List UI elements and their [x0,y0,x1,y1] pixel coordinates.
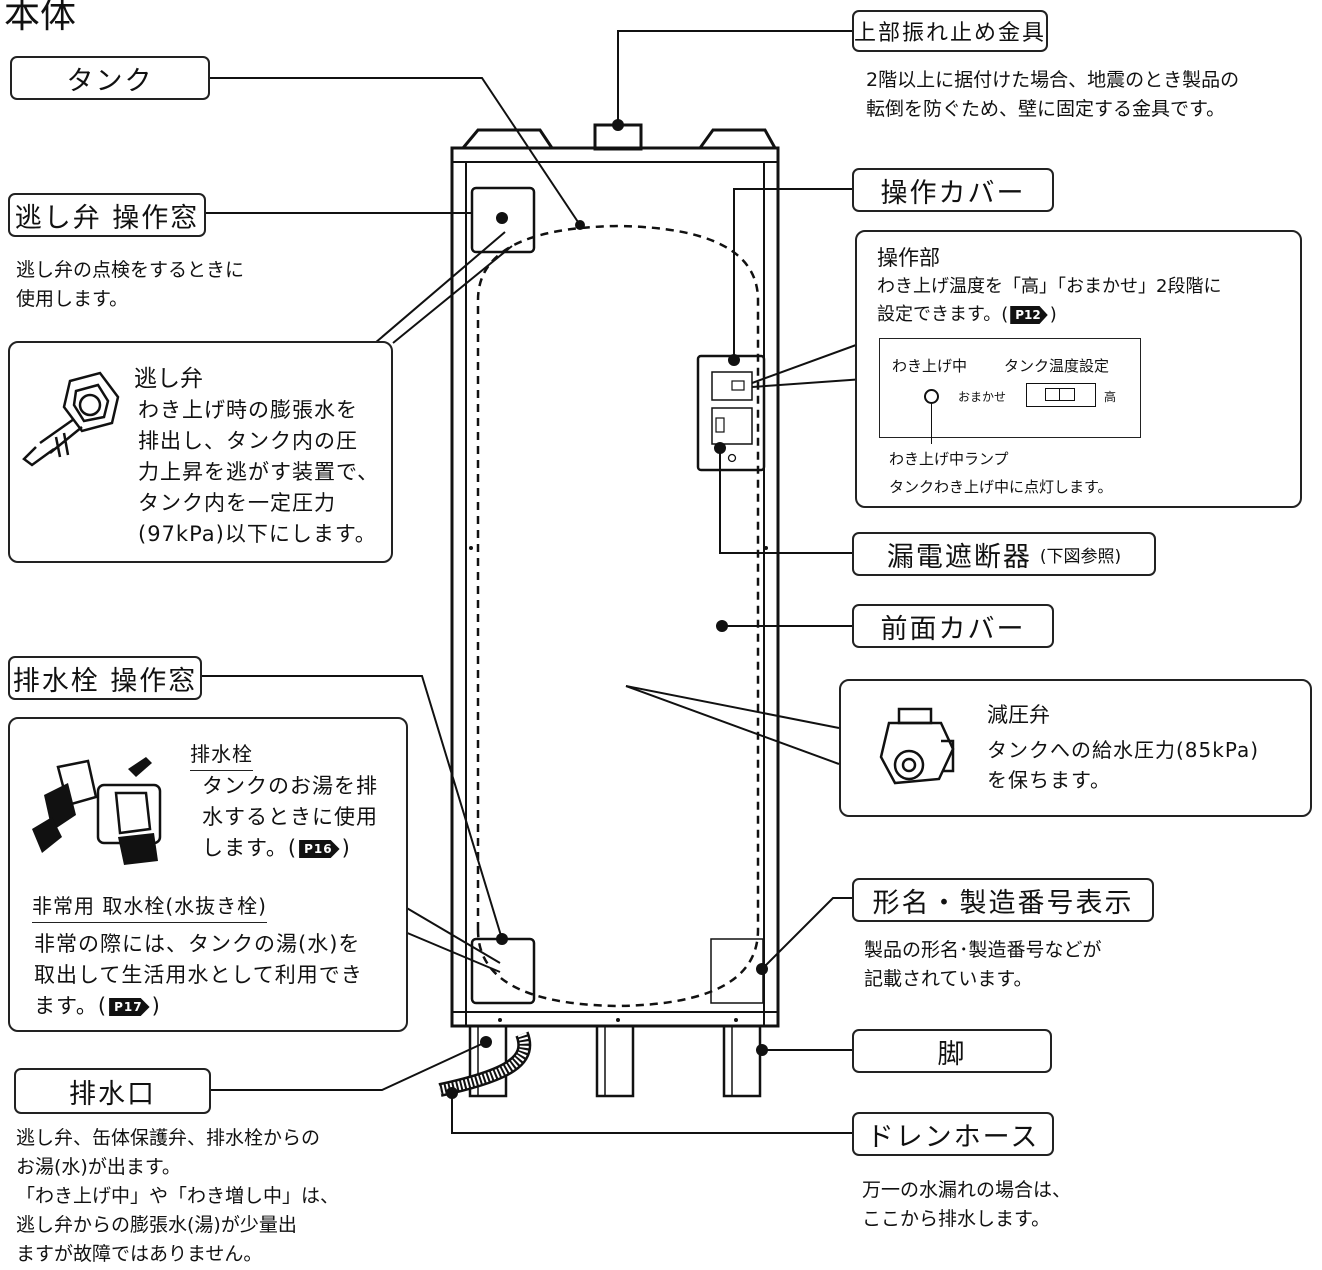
high-label: 高 [1104,390,1117,404]
pressure-valve-icon [879,707,955,785]
label-drain-window: 排水栓 操作窓 [8,656,202,700]
desc-hose-2: ここから排水します。 [862,1208,1051,1230]
right-handle [698,128,777,149]
desc-outlet-1: 逃し弁、缶体保護弁、排水栓からの [16,1127,321,1149]
emergency-line-3: ます。(P17) [34,994,161,1018]
left-handle [461,128,554,149]
pressure-valve-line-1: タンクへの給水圧力(85kPa) [987,738,1260,762]
tank-outline [476,224,760,1008]
pressure-valve-callout: 減圧弁 タンクへの給水圧力(85kPa) を保ちます。 [839,679,1312,817]
op-panel-line-2: 設定できます。(P12) [877,304,1057,325]
drain-callout: 排水栓 タンクのお湯を排 水するときに使用 します。(P16) 非常用 取水栓(… [8,717,408,1032]
desc-model-plate-2: 記載されています。 [864,968,1033,990]
desc-outlet-4: 逃し弁からの膨張水(湯)が少量出 [16,1214,297,1236]
desc-top-bracket-1: 2階以上に据付けた場合、地震のとき製品の [866,69,1240,91]
lamp-desc: タンクわき上げ中に点灯します。 [889,478,1113,496]
desc-relief-window-1: 逃し弁の点検をするときに [16,259,245,281]
drain-plug-line-1: タンクのお湯を排 [202,774,378,798]
relief-valve-line-3: 力上昇を逃がす装置で、 [138,460,380,484]
label-front-cover: 前面カバー [852,604,1054,648]
emergency-tap-title: 非常用 取水栓(水抜き栓) [32,891,267,923]
op-panel-callout: 操作部 わき上げ温度を「高」「おまかせ」2段階に 設定できます。(P12) わき… [855,230,1302,508]
label-relief-valve-window: 逃し弁 操作窓 [8,193,206,237]
relief-valve-callout: 逃し弁 わき上げ時の膨張水を 排出し、タンク内の圧 力上昇を逃がす装置で、 タン… [8,341,393,563]
temp-switch[interactable] [1026,383,1096,407]
drain-plug-title: 排水栓 [190,739,253,771]
page-heading: 本体 [4,0,77,36]
drain-plug-line-3: します。(P16) [202,836,351,860]
auto-label: おまかせ [958,390,1007,404]
label-leg: 脚 [852,1029,1052,1073]
drain-plug-icon [32,757,162,865]
drain-plug-line-2: 水するときに使用 [202,805,378,829]
relief-valve-icon [22,371,120,467]
desc-model-plate-1: 製品の形名･製造番号などが [864,939,1102,961]
temp-setting-label: タンク温度設定 [1004,357,1110,375]
page-ref-p16: P16 [299,840,340,858]
heating-label: わき上げ中 [892,357,968,375]
relief-valve-line-2: 排出し、タンク内の圧 [138,429,358,453]
emergency-line-1: 非常の際には、タンクの湯(水)を [34,932,361,956]
desc-relief-window-2: 使用します。 [16,288,129,310]
pressure-valve-line-2: を保ちます。 [987,768,1111,792]
desc-hose-1: 万一の水漏れの場合は、 [862,1179,1072,1201]
pressure-valve-title: 減圧弁 [987,703,1050,727]
desc-outlet-2: お湯(水)が出ます。 [16,1156,181,1178]
emergency-line-2: 取出して生活用水として利用でき [34,963,363,987]
relief-valve-line-5: (97kPa)以下にします。 [138,522,377,546]
leg-right [722,1024,762,1098]
control-cover-shape [696,354,766,472]
relief-valve-line-4: タンク内を一定圧力 [138,491,336,515]
desc-top-bracket-2: 転倒を防ぐため、壁に固定する金具です。 [866,98,1226,120]
heater-body [450,146,780,1028]
control-panel-face: わき上げ中 タンク温度設定 おまかせ 高 [879,338,1141,444]
op-panel-line-1: わき上げ温度を「高」「おまかせ」2段階に [877,276,1222,297]
desc-outlet-5: ますが故障ではありません。 [16,1243,263,1265]
page-ref-p17: P17 [109,998,150,1016]
label-tank: タンク [10,56,210,100]
relief-valve-line-1: わき上げ時の膨張水を [138,398,358,422]
leg-center [595,1024,635,1098]
lamp-title: わき上げ中ランプ [889,450,1009,468]
label-breaker: 漏電遮断器(下図参照) [852,532,1156,576]
label-op-cover: 操作カバー [852,168,1054,212]
page-ref-p12: P12 [1010,306,1048,324]
label-model-plate: 形名・製造番号表示 [852,878,1154,922]
label-drain-hose: ドレンホース [852,1112,1054,1156]
relief-valve-title: 逃し弁 [134,366,203,392]
op-panel-title: 操作部 [877,246,940,270]
label-outlet: 排水口 [14,1068,211,1114]
desc-outlet-3: 「わき上げ中」や「わき増し中」は、 [16,1185,340,1207]
label-top-bracket: 上部振れ止め金具 [852,10,1048,52]
leg-left [468,1024,508,1098]
